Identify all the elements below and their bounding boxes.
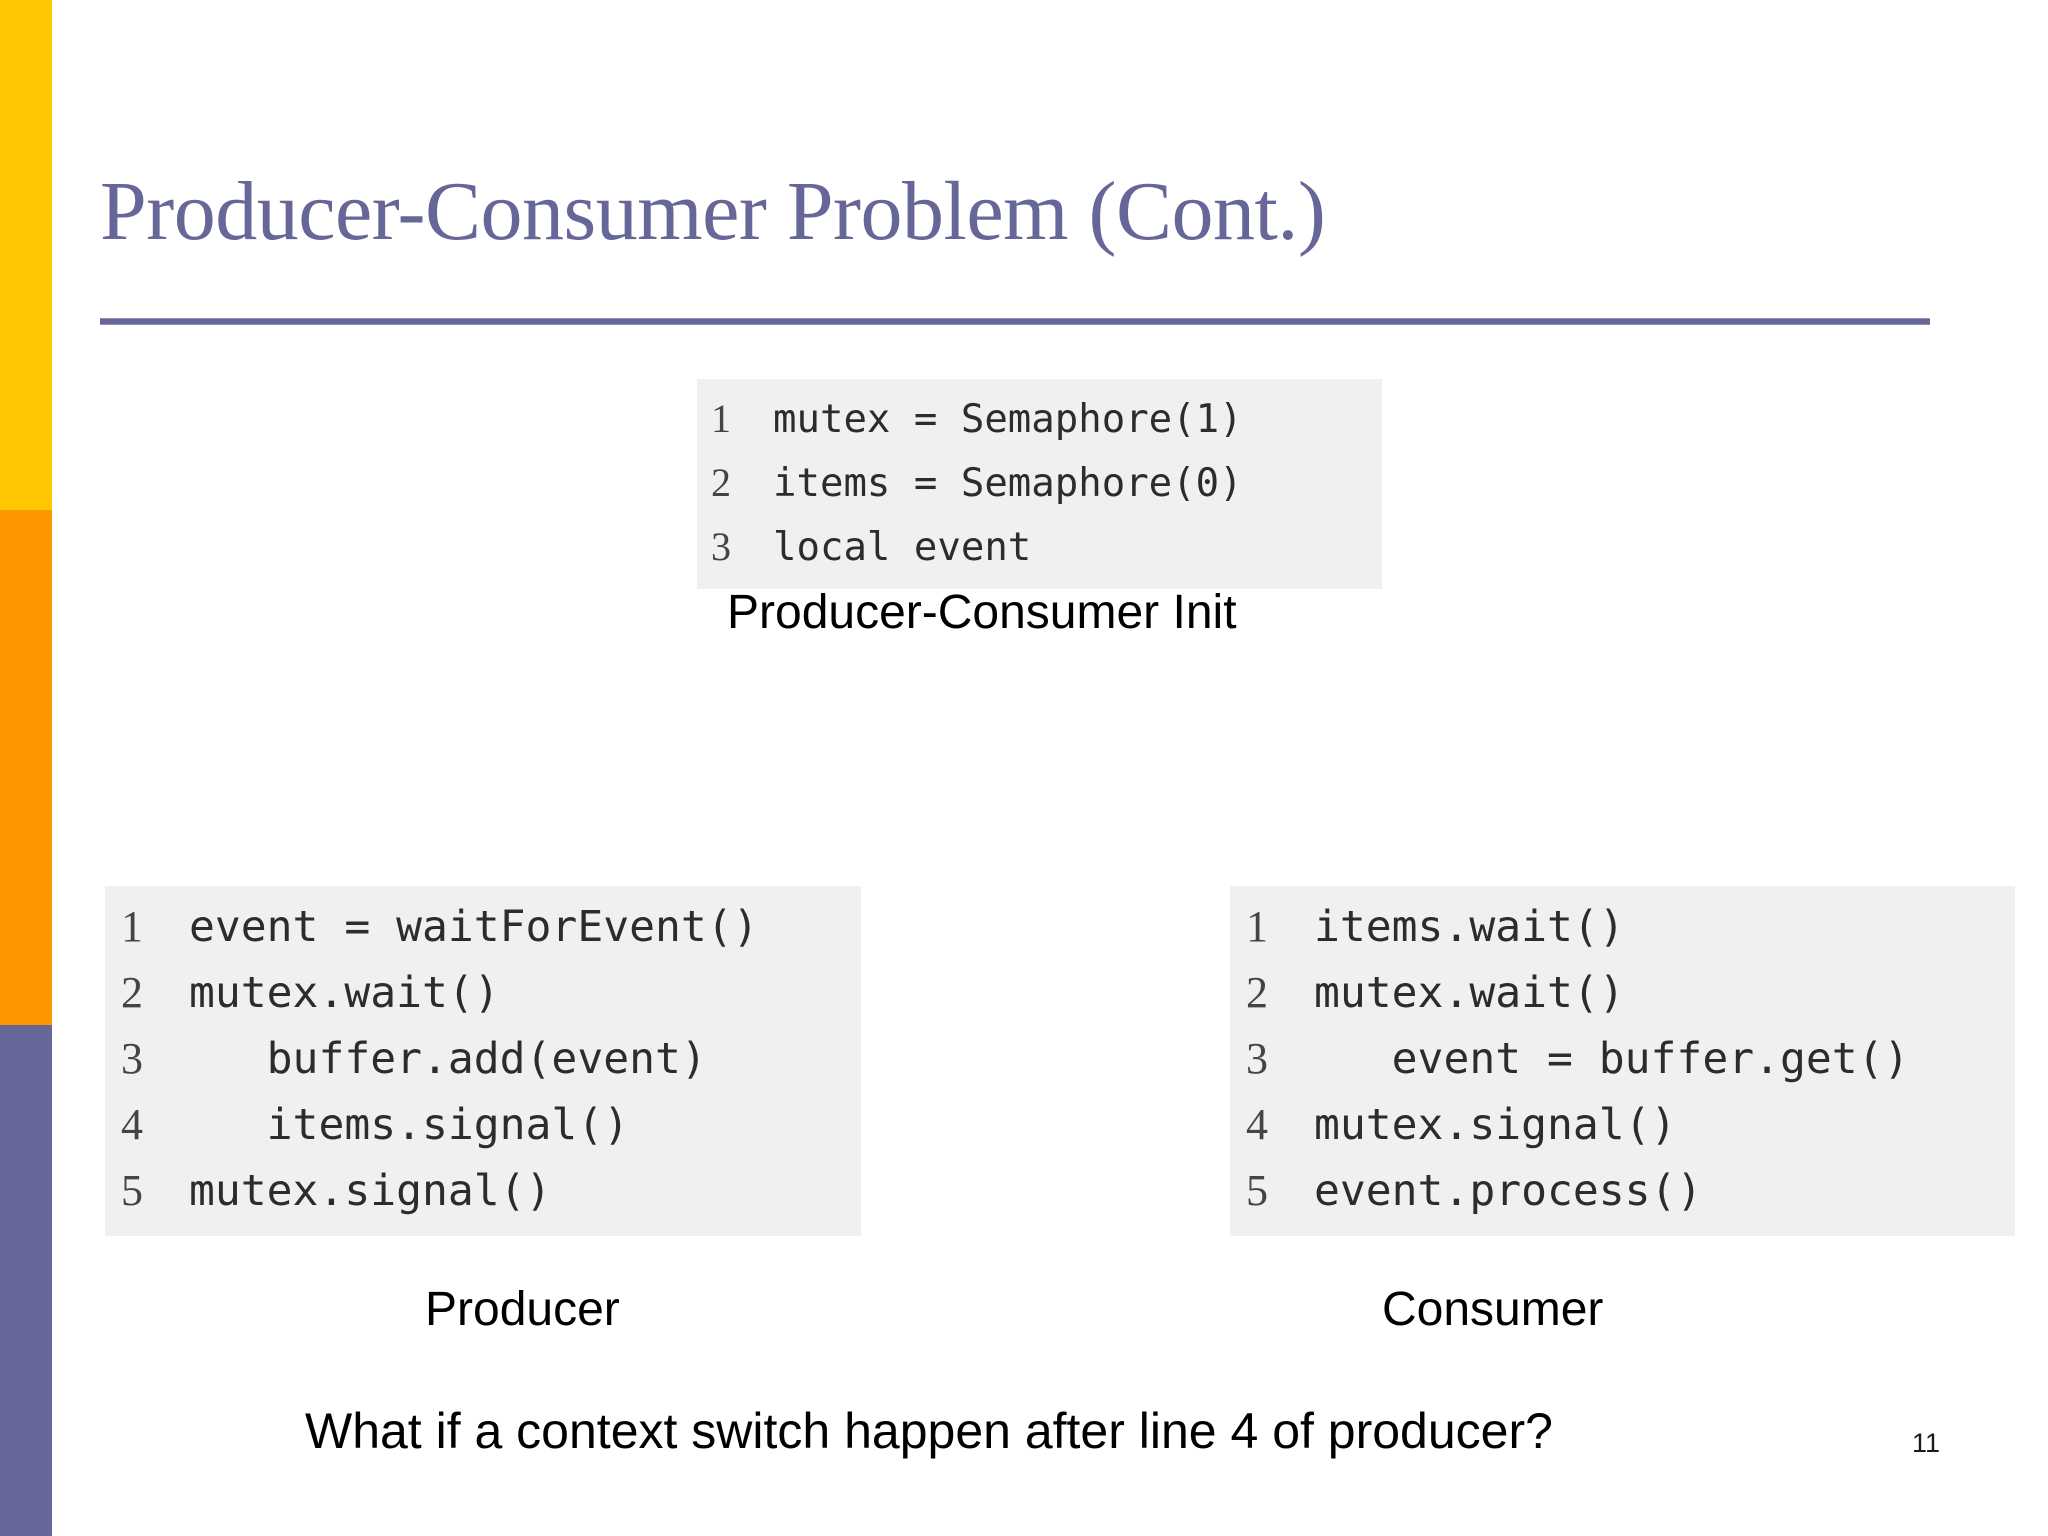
code-line-number: 1	[711, 396, 731, 441]
code-line-number: 3	[711, 524, 731, 569]
code-line-text: local event	[773, 525, 1032, 570]
code-line-text: event = buffer.get()	[1314, 1034, 1910, 1084]
caption-producer: Producer	[425, 1283, 620, 1336]
code-line: 2 mutex.wait()	[1246, 960, 2015, 1026]
code-line: 4 mutex.signal()	[1246, 1092, 2015, 1158]
code-line: 3 event = buffer.get()	[1246, 1026, 2015, 1092]
caption-init: Producer-Consumer Init	[727, 586, 1237, 639]
caption-consumer: Consumer	[1382, 1283, 1604, 1336]
code-line-number: 5	[1246, 1166, 1268, 1215]
title-underline-rule	[100, 318, 1930, 325]
code-line-text: mutex.wait()	[189, 968, 500, 1018]
code-line-number: 3	[1246, 1034, 1268, 1083]
code-line-text: event = waitForEvent()	[189, 902, 759, 952]
code-line-number: 2	[121, 968, 143, 1017]
code-line-number: 4	[1246, 1100, 1268, 1149]
code-line-text: mutex.wait()	[1314, 968, 1625, 1018]
code-line: 2 mutex.wait()	[121, 960, 861, 1026]
code-line-text: buffer.add(event)	[189, 1034, 707, 1084]
code-line: 2 items = Semaphore(0)	[711, 451, 1382, 515]
page-number: 11	[1912, 1428, 1941, 1458]
color-band-orange	[0, 510, 52, 1025]
code-line: 1 event = waitForEvent()	[121, 894, 861, 960]
code-line-text: mutex.signal()	[189, 1166, 552, 1216]
code-block-consumer: 1 items.wait() 2 mutex.wait() 3 event = buff…	[1230, 886, 2015, 1236]
code-line-number: 2	[711, 460, 731, 505]
code-block-producer: 1 event = waitForEvent() 2 mutex.wait() 3 bu…	[105, 886, 861, 1236]
code-line-text: event.process()	[1314, 1166, 1703, 1216]
code-line-text: items.signal()	[189, 1100, 630, 1150]
code-line: 4 items.signal()	[121, 1092, 861, 1158]
color-band-yellow	[0, 0, 52, 510]
code-line: 5 event.process()	[1246, 1158, 2015, 1224]
code-line-number: 3	[121, 1034, 143, 1083]
code-line-number: 1	[121, 902, 143, 951]
code-line-number: 1	[1246, 902, 1268, 951]
code-line-text: mutex = Semaphore(1)	[773, 397, 1243, 442]
bottom-question-text: What if a context switch happen after li…	[305, 1403, 1553, 1459]
code-block-init: 1 mutex = Semaphore(1) 2 items = Semaphore(…	[697, 379, 1382, 589]
code-line: 5 mutex.signal()	[121, 1158, 861, 1224]
decorative-color-bands	[0, 0, 52, 1536]
code-line-text: mutex.signal()	[1314, 1100, 1677, 1150]
color-band-purple	[0, 1025, 52, 1536]
code-line: 1 mutex = Semaphore(1)	[711, 387, 1382, 451]
code-line-number: 2	[1246, 968, 1268, 1017]
code-line-number: 5	[121, 1166, 143, 1215]
code-line: 3 buffer.add(event)	[121, 1026, 861, 1092]
code-line-text: items.wait()	[1314, 902, 1625, 952]
code-line-text: items = Semaphore(0)	[773, 461, 1243, 506]
code-line: 3 local event	[711, 515, 1382, 579]
code-line: 1 items.wait()	[1246, 894, 2015, 960]
code-line-number: 4	[121, 1100, 143, 1149]
page-title: Producer-Consumer Problem (Cont.)	[100, 165, 1326, 258]
